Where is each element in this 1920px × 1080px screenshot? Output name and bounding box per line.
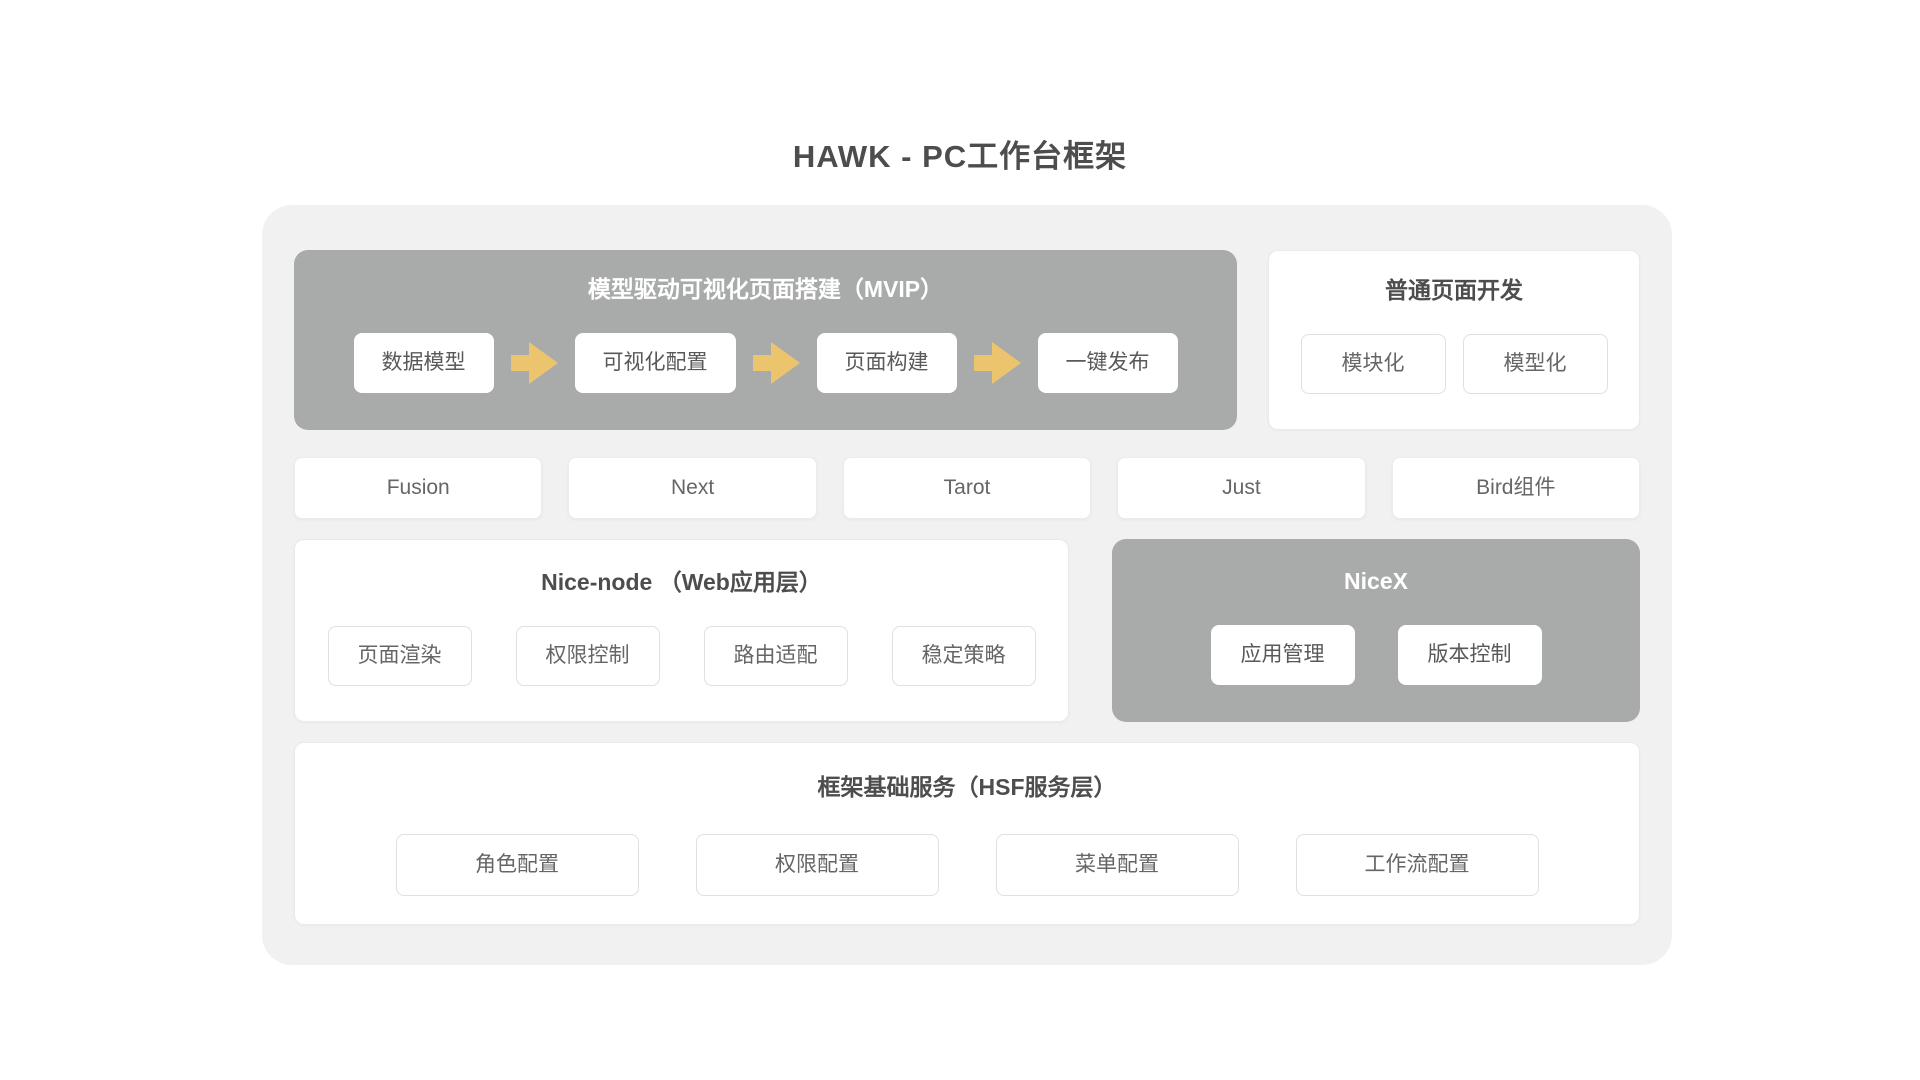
normal-dev-items: 模块化 模型化 <box>1269 334 1639 394</box>
item-workflow-config: 工作流配置 <box>1295 834 1539 896</box>
item-version-control: 版本控制 <box>1397 625 1542 685</box>
bottom-row: 框架基础服务（HSF服务层） 角色配置 权限配置 菜单配置 工作流配置 <box>294 742 1640 925</box>
item-modeled: 模型化 <box>1462 334 1608 394</box>
normal-page-dev-card: 普通页面开发 模块化 模型化 <box>1268 250 1640 430</box>
arrow-tail <box>510 355 529 371</box>
flow-step-page-build: 页面构建 <box>816 333 957 393</box>
normal-page-dev-title: 普通页面开发 <box>1385 277 1523 303</box>
flow-step-visual-config: 可视化配置 <box>574 333 736 393</box>
mvip-panel-title: 模型驱动可视化页面搭建（MVIP） <box>587 276 944 302</box>
flow-arrow-icon <box>510 342 558 384</box>
page-title: HAWK - PC工作台框架 <box>792 139 1128 174</box>
item-role-config: 角色配置 <box>395 834 639 896</box>
item-permission-config: 权限配置 <box>695 834 939 896</box>
flow-step-data-model: 数据模型 <box>353 333 494 393</box>
arrow-head <box>991 342 1021 384</box>
mvip-flow: 数据模型 可视化配置 页面构建 一键发布 <box>294 333 1237 393</box>
hsf-items: 角色配置 权限配置 菜单配置 工作流配置 <box>295 834 1639 896</box>
nicex-items: 应用管理 版本控制 <box>1112 625 1640 685</box>
flow-step-one-click-publish: 一键发布 <box>1037 333 1178 393</box>
item-route-adapt: 路由适配 <box>703 626 848 686</box>
component-next: Next <box>568 457 817 519</box>
item-permission-control: 权限控制 <box>515 626 660 686</box>
component-just: Just <box>1117 457 1366 519</box>
nice-node-title: Nice-node （Web应用层） <box>541 569 822 595</box>
flow-arrow-icon <box>752 342 800 384</box>
hsf-card: 框架基础服务（HSF服务层） 角色配置 权限配置 菜单配置 工作流配置 <box>294 742 1640 925</box>
arrow-tail <box>973 355 992 371</box>
component-bird: Bird组件 <box>1391 457 1641 519</box>
top-row: 模型驱动可视化页面搭建（MVIP） 数据模型 可视化配置 页面构建 一键发布 普… <box>294 250 1640 430</box>
mvip-panel: 模型驱动可视化页面搭建（MVIP） 数据模型 可视化配置 页面构建 一键发布 <box>294 250 1237 430</box>
component-tarot: Tarot <box>842 457 1092 519</box>
nice-node-items: 页面渲染 权限控制 路由适配 稳定策略 <box>295 626 1068 686</box>
arrow-head <box>528 342 558 384</box>
hsf-title: 框架基础服务（HSF服务层） <box>817 774 1117 800</box>
flow-arrow-icon <box>973 342 1021 384</box>
nicex-title: NiceX <box>1344 568 1408 594</box>
item-page-render: 页面渲染 <box>327 626 472 686</box>
item-menu-config: 菜单配置 <box>995 834 1239 896</box>
arrow-tail <box>752 355 771 371</box>
component-fusion: Fusion <box>294 457 543 519</box>
nicex-panel: NiceX 应用管理 版本控制 <box>1112 539 1640 722</box>
component-row: Fusion Next Tarot Just Bird组件 <box>294 457 1641 519</box>
item-modular: 模块化 <box>1300 334 1446 394</box>
arrow-head <box>770 342 800 384</box>
middle-row: Nice-node （Web应用层） 页面渲染 权限控制 路由适配 稳定策略 N… <box>294 539 1640 722</box>
item-app-management: 应用管理 <box>1210 625 1355 685</box>
item-stability-strategy: 稳定策略 <box>891 626 1036 686</box>
nice-node-card: Nice-node （Web应用层） 页面渲染 权限控制 路由适配 稳定策略 <box>294 539 1069 722</box>
framework-diagram-container: 模型驱动可视化页面搭建（MVIP） 数据模型 可视化配置 页面构建 一键发布 普… <box>262 205 1672 965</box>
